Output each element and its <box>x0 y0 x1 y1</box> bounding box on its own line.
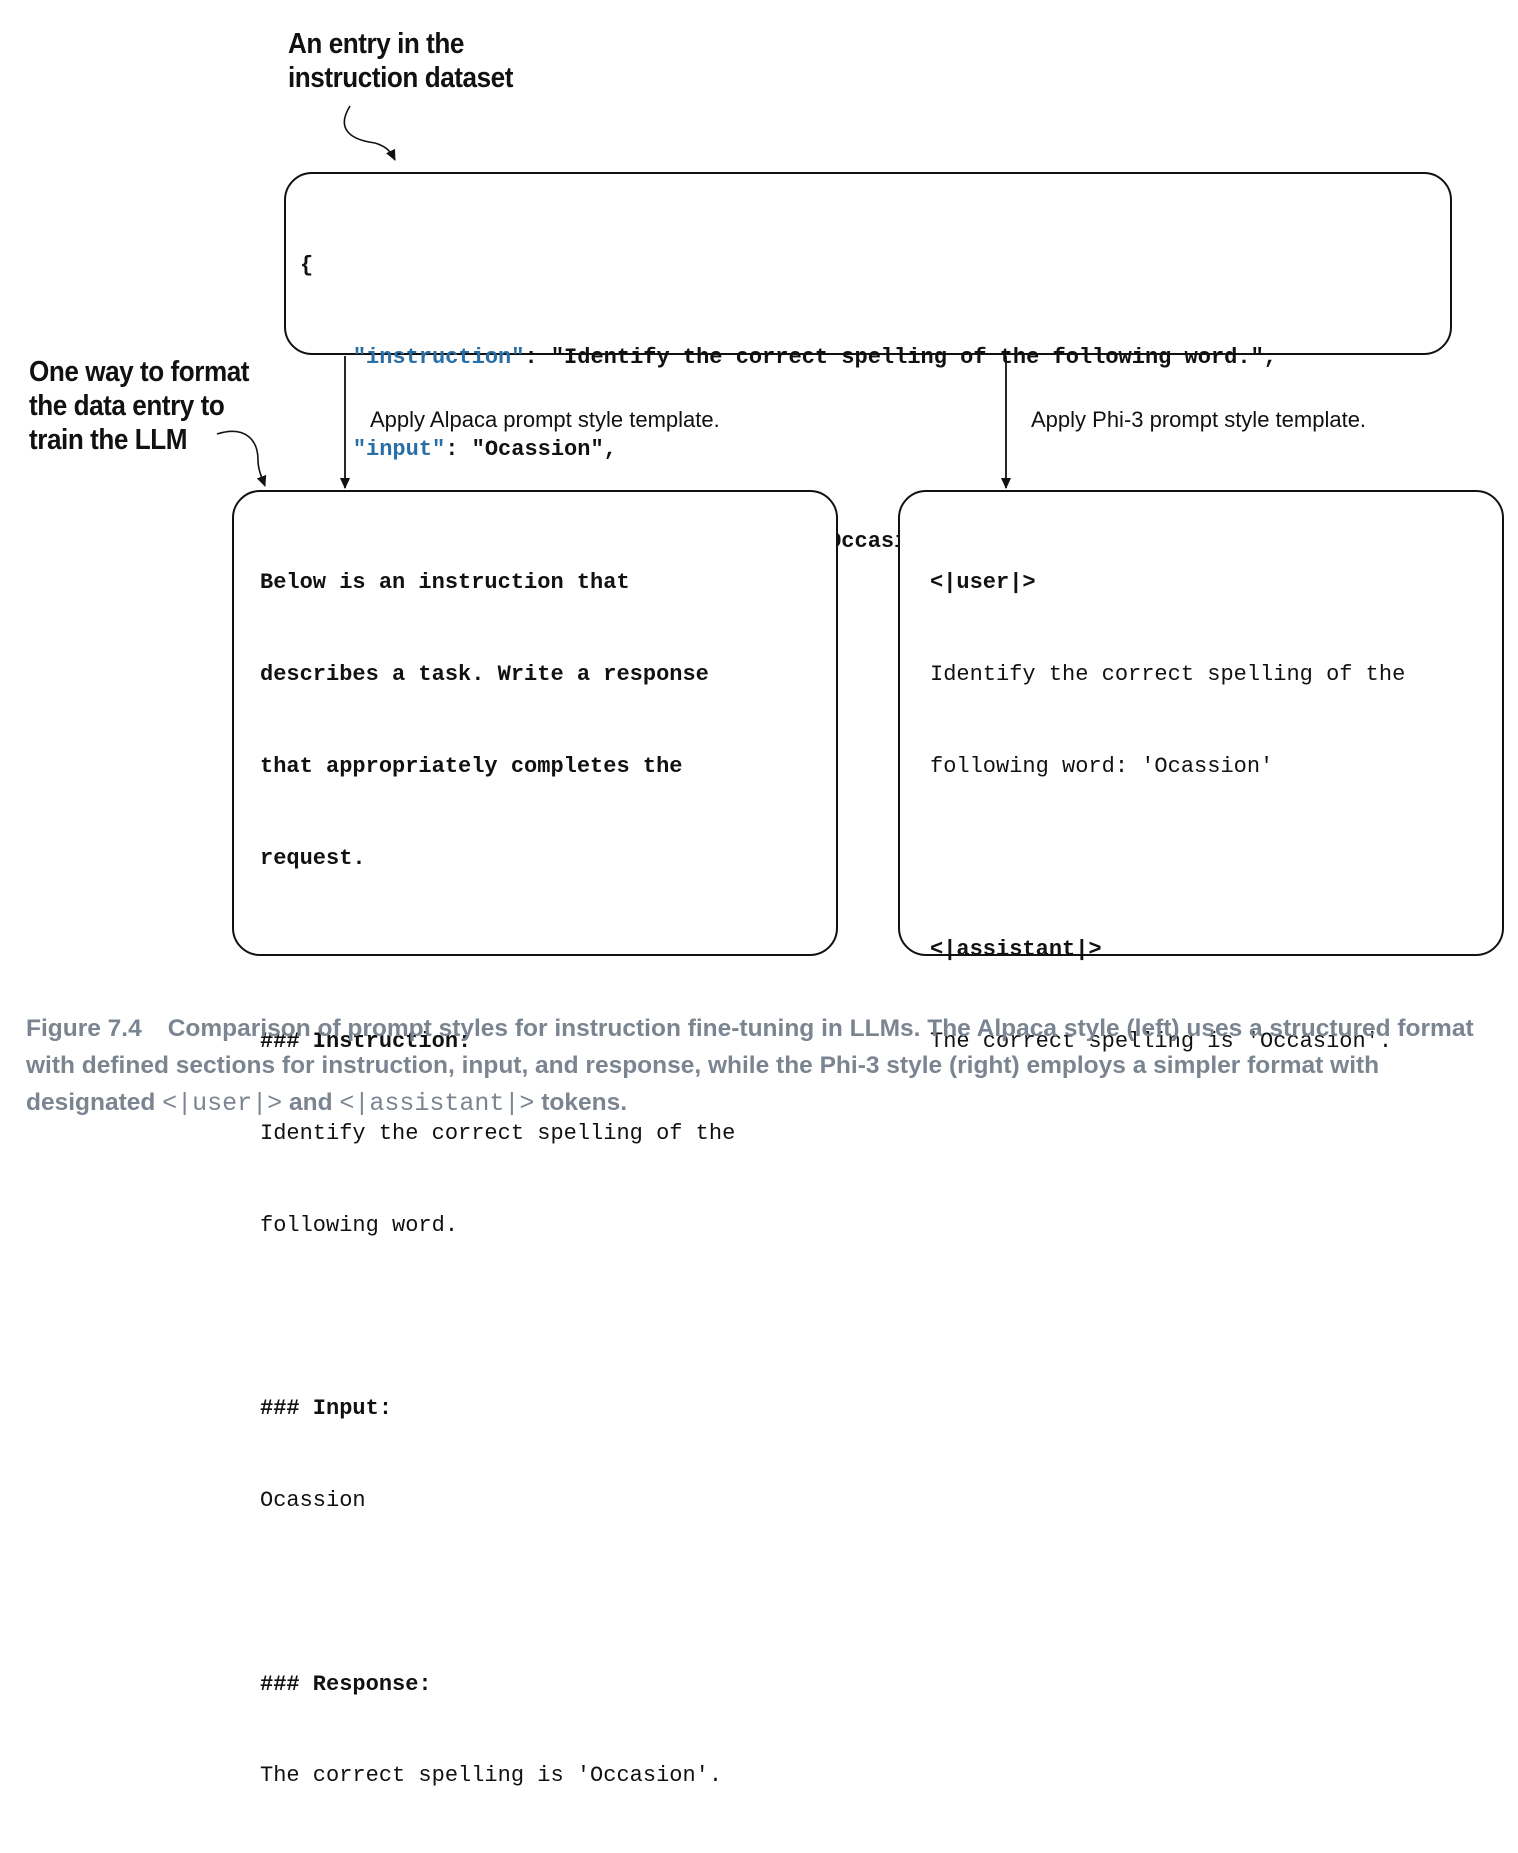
phi3-user-token: <|user|> <box>930 570 1036 596</box>
alpaca-instruction-header: ### Instruction: <box>260 1029 472 1055</box>
phi3-user-text: following word: 'Ocassion' <box>930 753 1274 779</box>
left-callout-arrow <box>216 430 267 487</box>
caption-text-and: and <box>289 1089 333 1116</box>
phi3-assistant-text: The correct spelling is 'Occasion'. <box>930 1029 1393 1055</box>
json-open-brace: { <box>300 253 314 279</box>
caption-assistant-token: <|assistant|> <box>339 1089 535 1118</box>
phi3-user-text: Identify the correct spelling of the <box>930 661 1406 687</box>
alpaca-response-header: ### Response: <box>260 1671 432 1697</box>
alpaca-input-header: ### Input: <box>260 1396 393 1422</box>
caption-user-token: <|user|> <box>162 1089 283 1118</box>
figure-number: Figure 7.4 <box>26 1015 142 1042</box>
callout-line: One way to format <box>29 356 250 388</box>
alpaca-preamble-line: request. <box>260 845 366 871</box>
json-key: "instruction" <box>352 344 525 370</box>
json-field: "instruction": "Identify the correct spe… <box>300 343 1277 374</box>
connector-arrows <box>216 105 1011 489</box>
caption-text: Comparison of prompt styles for instruct… <box>26 1015 1474 1116</box>
alpaca-preamble-line: describes a task. Write a response <box>260 661 709 687</box>
json-field: "input": "Ocassion", <box>300 435 1277 466</box>
alpaca-preamble-line: Below is an instruction that <box>260 570 630 596</box>
json-value: : "Ocassion", <box>445 436 617 462</box>
json-value: : "Identify the correct spelling of the … <box>524 344 1277 370</box>
alpaca-input-text: Ocassion <box>260 1488 366 1513</box>
callout-line: instruction dataset <box>288 62 513 94</box>
callout-line: An entry in the <box>288 28 464 60</box>
callout-line: train the LLM <box>29 424 187 456</box>
phi3-template-box: <|user|> Identify the correct spelling o… <box>898 490 1504 1054</box>
alpaca-instruction-text: following word. <box>260 1212 459 1238</box>
alpaca-instruction-text: Identify the correct spelling of the <box>260 1120 736 1146</box>
callout-line: the data entry to <box>29 390 225 422</box>
caption-text-end: tokens. <box>541 1089 628 1116</box>
json-key: "input" <box>352 436 446 462</box>
format-entry-callout: One way to format the data entry to trai… <box>29 355 249 457</box>
alpaca-arrow-label: Apply Alpaca prompt style template. <box>370 407 720 432</box>
dataset-entry-callout: An entry in the instruction dataset <box>288 27 513 95</box>
alpaca-response-text: The correct spelling is 'Occasion'. <box>260 1763 723 1789</box>
phi3-assistant-token: <|assistant|> <box>930 937 1102 963</box>
top-callout-arrow <box>343 105 396 161</box>
alpaca-preamble-line: that appropriately completes the <box>260 753 683 779</box>
phi3-arrow-label: Apply Phi-3 prompt style template. <box>1031 407 1367 432</box>
